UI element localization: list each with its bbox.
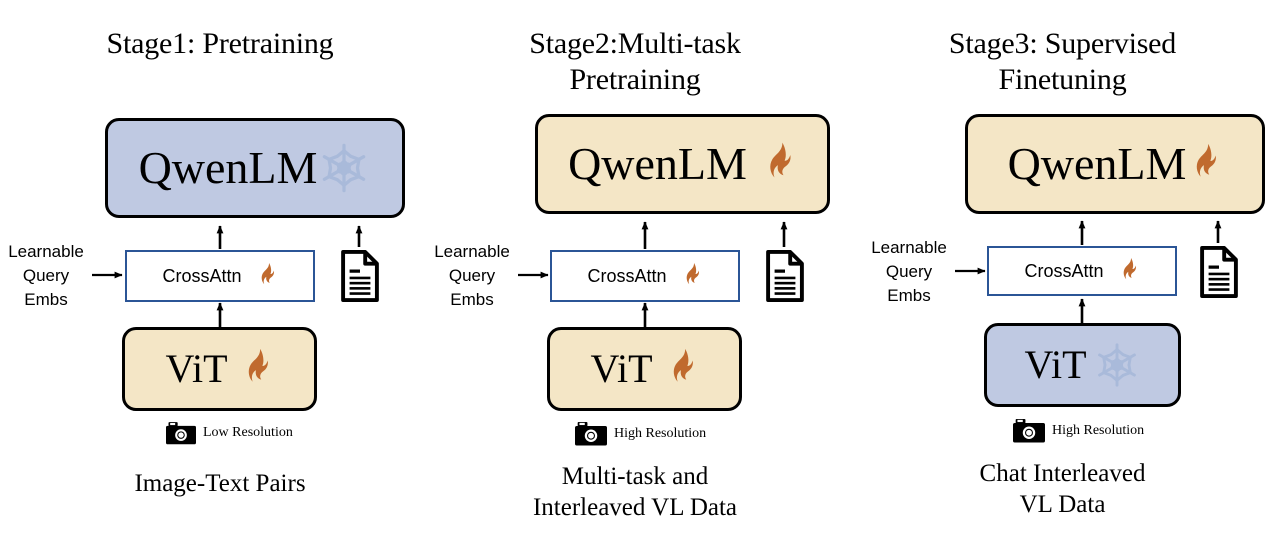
crossattn-label-1: CrossAttn [162,266,242,286]
resolution-row-2: High Resolution [575,421,706,446]
vit-label-1: ViT [165,346,228,391]
learnable-query-embs-label-1: Learnable Query Embs [8,242,84,309]
crossattn-label-2: CrossAttn [587,266,667,286]
learnable-query-embs-label-3: Learnable Query Embs [871,238,947,305]
resolution-row-3: High Resolution [1013,418,1144,443]
qwenlm-box-stage-1[interactable]: QwenLM [105,118,405,218]
flame-icon [256,262,278,290]
camera-icon [1013,418,1045,443]
flame-icon [761,141,797,187]
flame-icon [681,262,703,290]
flame-icon [240,347,274,391]
vit-label-2: ViT [590,346,653,391]
document-icon [764,250,806,307]
camera-icon [575,421,607,446]
learnable-query-embs-label-2: Learnable Query Embs [434,242,510,309]
crossattn-box-stage-2[interactable]: CrossAttn [550,250,740,302]
stage-title-3: Stage3: Supervised Finetuning [948,27,1177,96]
flame-icon [665,347,699,391]
stage-panel-1: Stage1: Pretraining QwenLM CrossAttn ViT… [0,0,440,542]
stage-caption-2: Multi-task and Interleaved VL Data [532,463,738,521]
snowflake-icon [317,141,371,195]
stage-panel-2: Stage2:Multi-task Pretraining QwenLM Cro… [420,0,850,542]
qwenlm-box-stage-3[interactable]: QwenLM [965,114,1265,214]
vit-label-3: ViT [1024,342,1087,387]
qwenlm-label-1: QwenLM [138,142,318,193]
flame-icon [1188,142,1222,186]
camera-icon [166,421,196,445]
stage-title-1: Stage1: Pretraining [106,27,334,60]
vit-box-stage-2[interactable]: ViT [547,327,742,411]
stage-caption-1: Image-Text Pairs [134,470,306,497]
flame-icon [1118,257,1140,285]
crossattn-box-stage-3[interactable]: CrossAttn [987,246,1177,296]
resolution-label-3: High Resolution [1052,422,1145,438]
vit-box-stage-3[interactable]: ViT [984,323,1181,407]
crossattn-label-3: CrossAttn [1024,261,1104,281]
resolution-row-1: Low Resolution [166,421,293,445]
document-icon [339,250,381,307]
document-icon [1198,246,1240,303]
qwenlm-box-stage-2[interactable]: QwenLM [535,114,830,214]
stage-title-2: Stage2:Multi-task Pretraining [529,27,741,96]
qwenlm-label-3: QwenLM [1007,138,1187,189]
vit-box-stage-1[interactable]: ViT [122,327,317,411]
resolution-label-2: High Resolution [614,425,707,441]
stage-panel-3: Stage3: Supervised Finetuning QwenLM Cro… [845,0,1280,542]
stage-caption-3: Chat Interleaved VL Data [979,460,1146,518]
snowflake-icon [1093,341,1141,389]
resolution-label-1: Low Resolution [203,425,293,440]
crossattn-box-stage-1[interactable]: CrossAttn [125,250,315,302]
qwenlm-label-2: QwenLM [568,138,747,189]
